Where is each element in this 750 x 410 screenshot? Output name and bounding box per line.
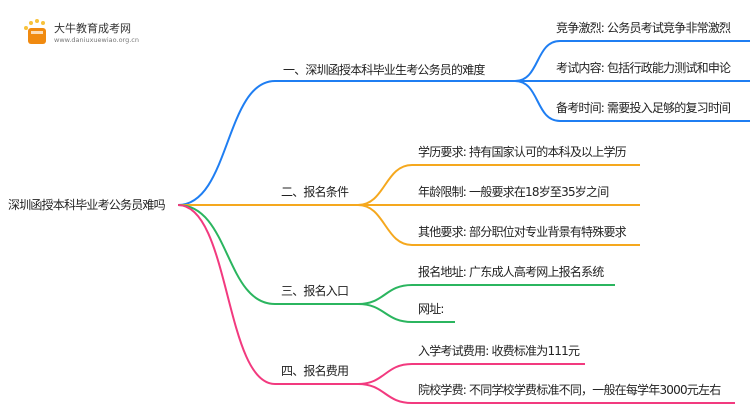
branch-requirements[interactable]: 二、报名条件 [281,185,349,199]
root-node[interactable]: 深圳函授本科毕业考公务员难吗 [8,198,166,212]
branch-fees[interactable]: 四、报名费用 [281,364,349,378]
leaf-prep-time[interactable]: 备考时间: 需要投入足够的复习时间 [556,101,731,115]
leaf-exam-fee[interactable]: 入学考试费用: 收费标准为111元 [418,344,580,358]
leaf-tuition[interactable]: 院校学费: 不同学校学费标准不同，一般在每学年3000元左右 [418,383,721,397]
connector-branch-4 [177,204,358,385]
book-logo-icon [24,19,46,44]
branch-difficulty[interactable]: 一、深圳函授本科毕业生考公务员的难度 [283,63,485,77]
connector-branch-1 [177,80,515,206]
leaf-education[interactable]: 学历要求: 持有国家认可的本科及以上学历 [418,145,627,159]
branch-entry[interactable]: 三、报名入口 [281,284,349,298]
leaf-other[interactable]: 其他要求: 部分职位对专业背景有特殊要求 [418,225,627,239]
leaf-age[interactable]: 年龄限制: 一般要求在18岁至35岁之间 [418,185,609,199]
leaf-competition[interactable]: 竞争激烈: 公务员考试竞争非常激烈 [556,21,731,35]
connector-branch-4-leaves [357,363,735,404]
logo: 大牛教育成考网 www.daniuxuewiao.org.cn [20,18,139,46]
connector-branch-2-leaves [357,164,640,246]
connector-branch-3-leaves [357,284,615,323]
logo-name: 大牛教育成考网 [54,22,131,35]
connector-branch-3 [177,204,358,305]
leaf-exam-content[interactable]: 考试内容: 包括行政能力测试和申论 [556,61,731,75]
connector-branch-1-leaves [514,40,750,122]
leaf-address[interactable]: 报名地址: 广东成人高考网上报名系统 [418,265,604,279]
leaf-url[interactable]: 网址: [418,302,444,316]
logo-url: www.daniuxuewiao.org.cn [54,36,139,44]
